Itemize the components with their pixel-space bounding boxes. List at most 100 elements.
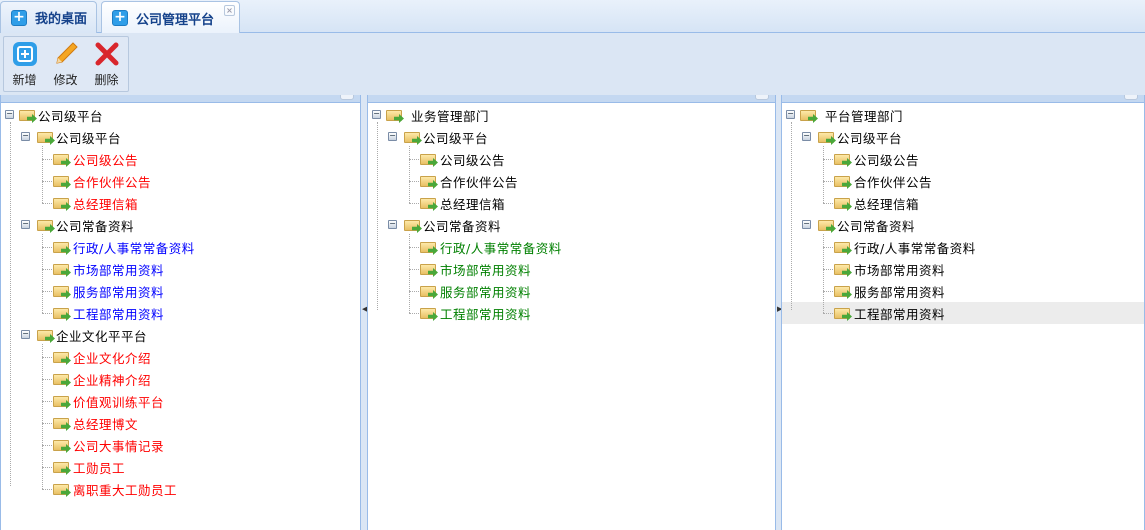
tree-item[interactable]: 工程部常用资料: [782, 302, 1144, 324]
tree-item[interactable]: 企业文化介绍: [1, 346, 360, 368]
folder-icon: [834, 152, 852, 167]
tree-item[interactable]: 离职重大工勋员工: [1, 478, 360, 500]
folder-icon: [834, 284, 852, 299]
tree-item[interactable]: 总经理信箱: [368, 192, 775, 214]
collapse-icon[interactable]: −: [21, 219, 30, 229]
tree-line: [42, 146, 43, 203]
tree-label: 行政/人事常常备资料: [854, 240, 976, 256]
add-button[interactable]: 新增: [4, 37, 45, 91]
collapse-icon[interactable]: −: [802, 219, 811, 229]
collapse-button[interactable]: [340, 95, 354, 100]
collapse-button[interactable]: [1124, 95, 1138, 100]
tree-item[interactable]: 服务部常用资料: [368, 280, 775, 302]
tree-item[interactable]: 合作伙伴公告: [368, 170, 775, 192]
folder-icon: [37, 130, 55, 145]
collapse-icon[interactable]: −: [5, 109, 14, 119]
toolbar: 新增 修改 删除: [0, 33, 1145, 95]
tree-line: [409, 291, 419, 292]
tree-item[interactable]: 行政/人事常常备资料: [368, 236, 775, 258]
tree-label: 公司常备资料: [423, 218, 502, 234]
tree-node[interactable]: − 公司常备资料: [368, 214, 775, 236]
tree-item[interactable]: 企业精神介绍: [1, 368, 360, 390]
folder-icon: [53, 372, 71, 387]
tree-label: 业务管理部门: [411, 108, 490, 124]
tree-item[interactable]: 工程部常用资料: [368, 302, 775, 324]
tree-item[interactable]: 工勋员工: [1, 456, 360, 478]
tree-item[interactable]: 总经理信箱: [782, 192, 1144, 214]
tree-node[interactable]: − 公司常备资料: [782, 214, 1144, 236]
tree-item[interactable]: 工程部常用资料: [1, 302, 360, 324]
tree-item[interactable]: 市场部常用资料: [1, 258, 360, 280]
tree-node[interactable]: − 业务管理部门: [368, 104, 775, 126]
tree-label: 市场部常用资料: [854, 262, 946, 278]
tree-line: [42, 313, 52, 314]
tree-item[interactable]: 行政/人事常常备资料: [1, 236, 360, 258]
tree-line: [409, 247, 419, 248]
tree-item[interactable]: 总经理博文: [1, 412, 360, 434]
tree-label: 公司级公告: [854, 152, 920, 168]
tree-label: 服务部常用资料: [73, 284, 165, 300]
tree-line: [42, 159, 52, 160]
tree-line: [42, 357, 52, 358]
collapse-button[interactable]: [755, 95, 769, 100]
folder-icon: [420, 152, 438, 167]
tree-item[interactable]: 合作伙伴公告: [782, 170, 1144, 192]
tree-node[interactable]: −公司级平台: [1, 126, 360, 148]
arrow-right-icon: ▶: [777, 305, 783, 313]
tree-item[interactable]: 服务部常用资料: [1, 280, 360, 302]
tree-node[interactable]: −公司常备资料: [1, 214, 360, 236]
tree-label: 工程部常用资料: [854, 306, 946, 322]
tree-node[interactable]: −平台管理部门: [782, 104, 1144, 126]
tree-label: 总经理博文: [73, 416, 139, 432]
close-icon[interactable]: ×: [224, 5, 235, 16]
add-label: 新增: [12, 73, 37, 87]
plus-icon: +: [11, 9, 27, 26]
collapse-icon[interactable]: −: [372, 109, 381, 119]
folder-icon: [53, 174, 71, 189]
tree-item[interactable]: 总经理信箱: [1, 192, 360, 214]
tree-node[interactable]: −公司级平台: [1, 104, 360, 126]
tree-line: [823, 146, 824, 203]
folder-icon: [53, 438, 71, 453]
tree-label: 公司大事情记录: [73, 438, 165, 454]
tree-item[interactable]: 合作伙伴公告: [1, 170, 360, 192]
tree-line: [409, 146, 410, 203]
tree-item[interactable]: 公司级公告: [368, 148, 775, 170]
tree-line: [42, 234, 43, 313]
folder-icon: [404, 130, 422, 145]
tree-item[interactable]: 市场部常用资料: [782, 258, 1144, 280]
collapse-icon[interactable]: −: [21, 131, 30, 141]
tree-node[interactable]: −公司级平台: [368, 126, 775, 148]
delete-button[interactable]: 删除: [86, 37, 127, 91]
tab-label: 我的桌面: [35, 12, 88, 27]
tree-label: 工程部常用资料: [73, 306, 165, 322]
tree-label: 总经理信箱: [73, 196, 139, 212]
tree-item[interactable]: 公司级公告: [782, 148, 1144, 170]
tree-line: [42, 423, 52, 424]
tab-company-platform[interactable]: + 公司管理平台 ×: [101, 1, 240, 34]
collapse-icon[interactable]: −: [388, 131, 397, 141]
tree-line: [409, 181, 419, 182]
tree-label: 公司级公告: [440, 152, 506, 168]
tree-node[interactable]: −公司级平台: [782, 126, 1144, 148]
tree-label: 总经理信箱: [854, 196, 920, 212]
folder-icon: [420, 284, 438, 299]
tree-item[interactable]: 价值观训练平台: [1, 390, 360, 412]
tree-item[interactable]: 公司大事情记录: [1, 434, 360, 456]
tree-line: [42, 203, 52, 204]
tree-node[interactable]: −企业文化平平台: [1, 324, 360, 346]
tree-item[interactable]: 市场部常用资料: [368, 258, 775, 280]
tree-label: 公司常备资料: [837, 218, 916, 234]
tree-item[interactable]: 公司级公告: [1, 148, 360, 170]
tree-panel-company: −公司级平台−公司级平台公司级公告合作伙伴公告总经理信箱 −公司常备资料行政/人事…: [0, 95, 361, 530]
collapse-icon[interactable]: −: [388, 219, 397, 229]
edit-button[interactable]: 修改: [45, 37, 86, 91]
tree-label: 行政/人事常常备资料: [440, 240, 562, 256]
tree-item[interactable]: 行政/人事常常备资料: [782, 236, 1144, 258]
collapse-icon[interactable]: −: [786, 109, 795, 119]
tab-my-desktop[interactable]: + 我的桌面: [0, 1, 97, 33]
folder-icon: [420, 306, 438, 321]
collapse-icon[interactable]: −: [802, 131, 811, 141]
collapse-icon[interactable]: −: [21, 329, 30, 339]
tree-item[interactable]: 服务部常用资料: [782, 280, 1144, 302]
